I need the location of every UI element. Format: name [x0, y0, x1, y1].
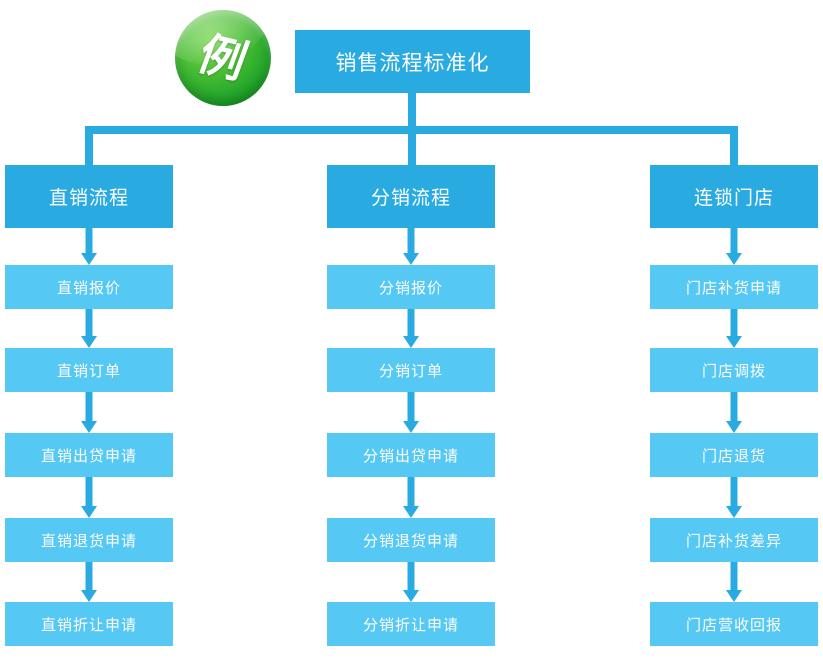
connector-horizontal-bar	[85, 126, 738, 134]
down-arrow-icon	[81, 477, 97, 518]
down-arrow-icon	[403, 309, 419, 348]
down-arrow-icon	[81, 228, 97, 265]
connector-drop-column-1	[85, 134, 93, 165]
node-distribution-allowance-request: 分销折让申请	[327, 602, 495, 646]
example-badge-label: 例	[191, 27, 255, 89]
node-distribution-shipment-request: 分销出贷申请	[327, 433, 495, 477]
column-header-direct-sales: 直销流程	[5, 165, 173, 228]
down-arrow-icon	[726, 562, 742, 602]
down-arrow-icon	[726, 477, 742, 518]
root-node-sales-process: 销售流程标准化	[295, 30, 530, 93]
down-arrow-icon	[81, 562, 97, 602]
down-arrow-icon	[403, 228, 419, 265]
node-store-revenue-report: 门店营收回报	[650, 602, 818, 646]
down-arrow-icon	[726, 228, 742, 265]
node-store-return: 门店退货	[650, 433, 818, 477]
column-header-distribution-sales: 分销流程	[327, 165, 495, 228]
connector-drop-column-2	[408, 134, 416, 165]
node-store-replenishment-difference: 门店补货差异	[650, 518, 818, 562]
node-distribution-order: 分销订单	[327, 348, 495, 392]
example-badge: 例	[175, 10, 271, 106]
node-distribution-quote: 分销报价	[327, 265, 495, 309]
down-arrow-icon	[403, 392, 419, 433]
node-store-transfer: 门店调拨	[650, 348, 818, 392]
node-direct-order: 直销订单	[5, 348, 173, 392]
column-header-chain-stores: 连锁门店	[650, 165, 818, 228]
node-direct-quote: 直销报价	[5, 265, 173, 309]
node-direct-return-request: 直销退货申请	[5, 518, 173, 562]
down-arrow-icon	[403, 477, 419, 518]
node-direct-allowance-request: 直销折让申请	[5, 602, 173, 646]
down-arrow-icon	[726, 309, 742, 348]
down-arrow-icon	[726, 392, 742, 433]
down-arrow-icon	[81, 392, 97, 433]
down-arrow-icon	[403, 562, 419, 602]
node-distribution-return-request: 分销退货申请	[327, 518, 495, 562]
connector-drop-column-3	[730, 134, 738, 165]
node-store-replenishment-request: 门店补货申请	[650, 265, 818, 309]
connector-root-stem	[408, 93, 416, 126]
down-arrow-icon	[81, 309, 97, 348]
node-direct-shipment-request: 直销出贷申请	[5, 433, 173, 477]
